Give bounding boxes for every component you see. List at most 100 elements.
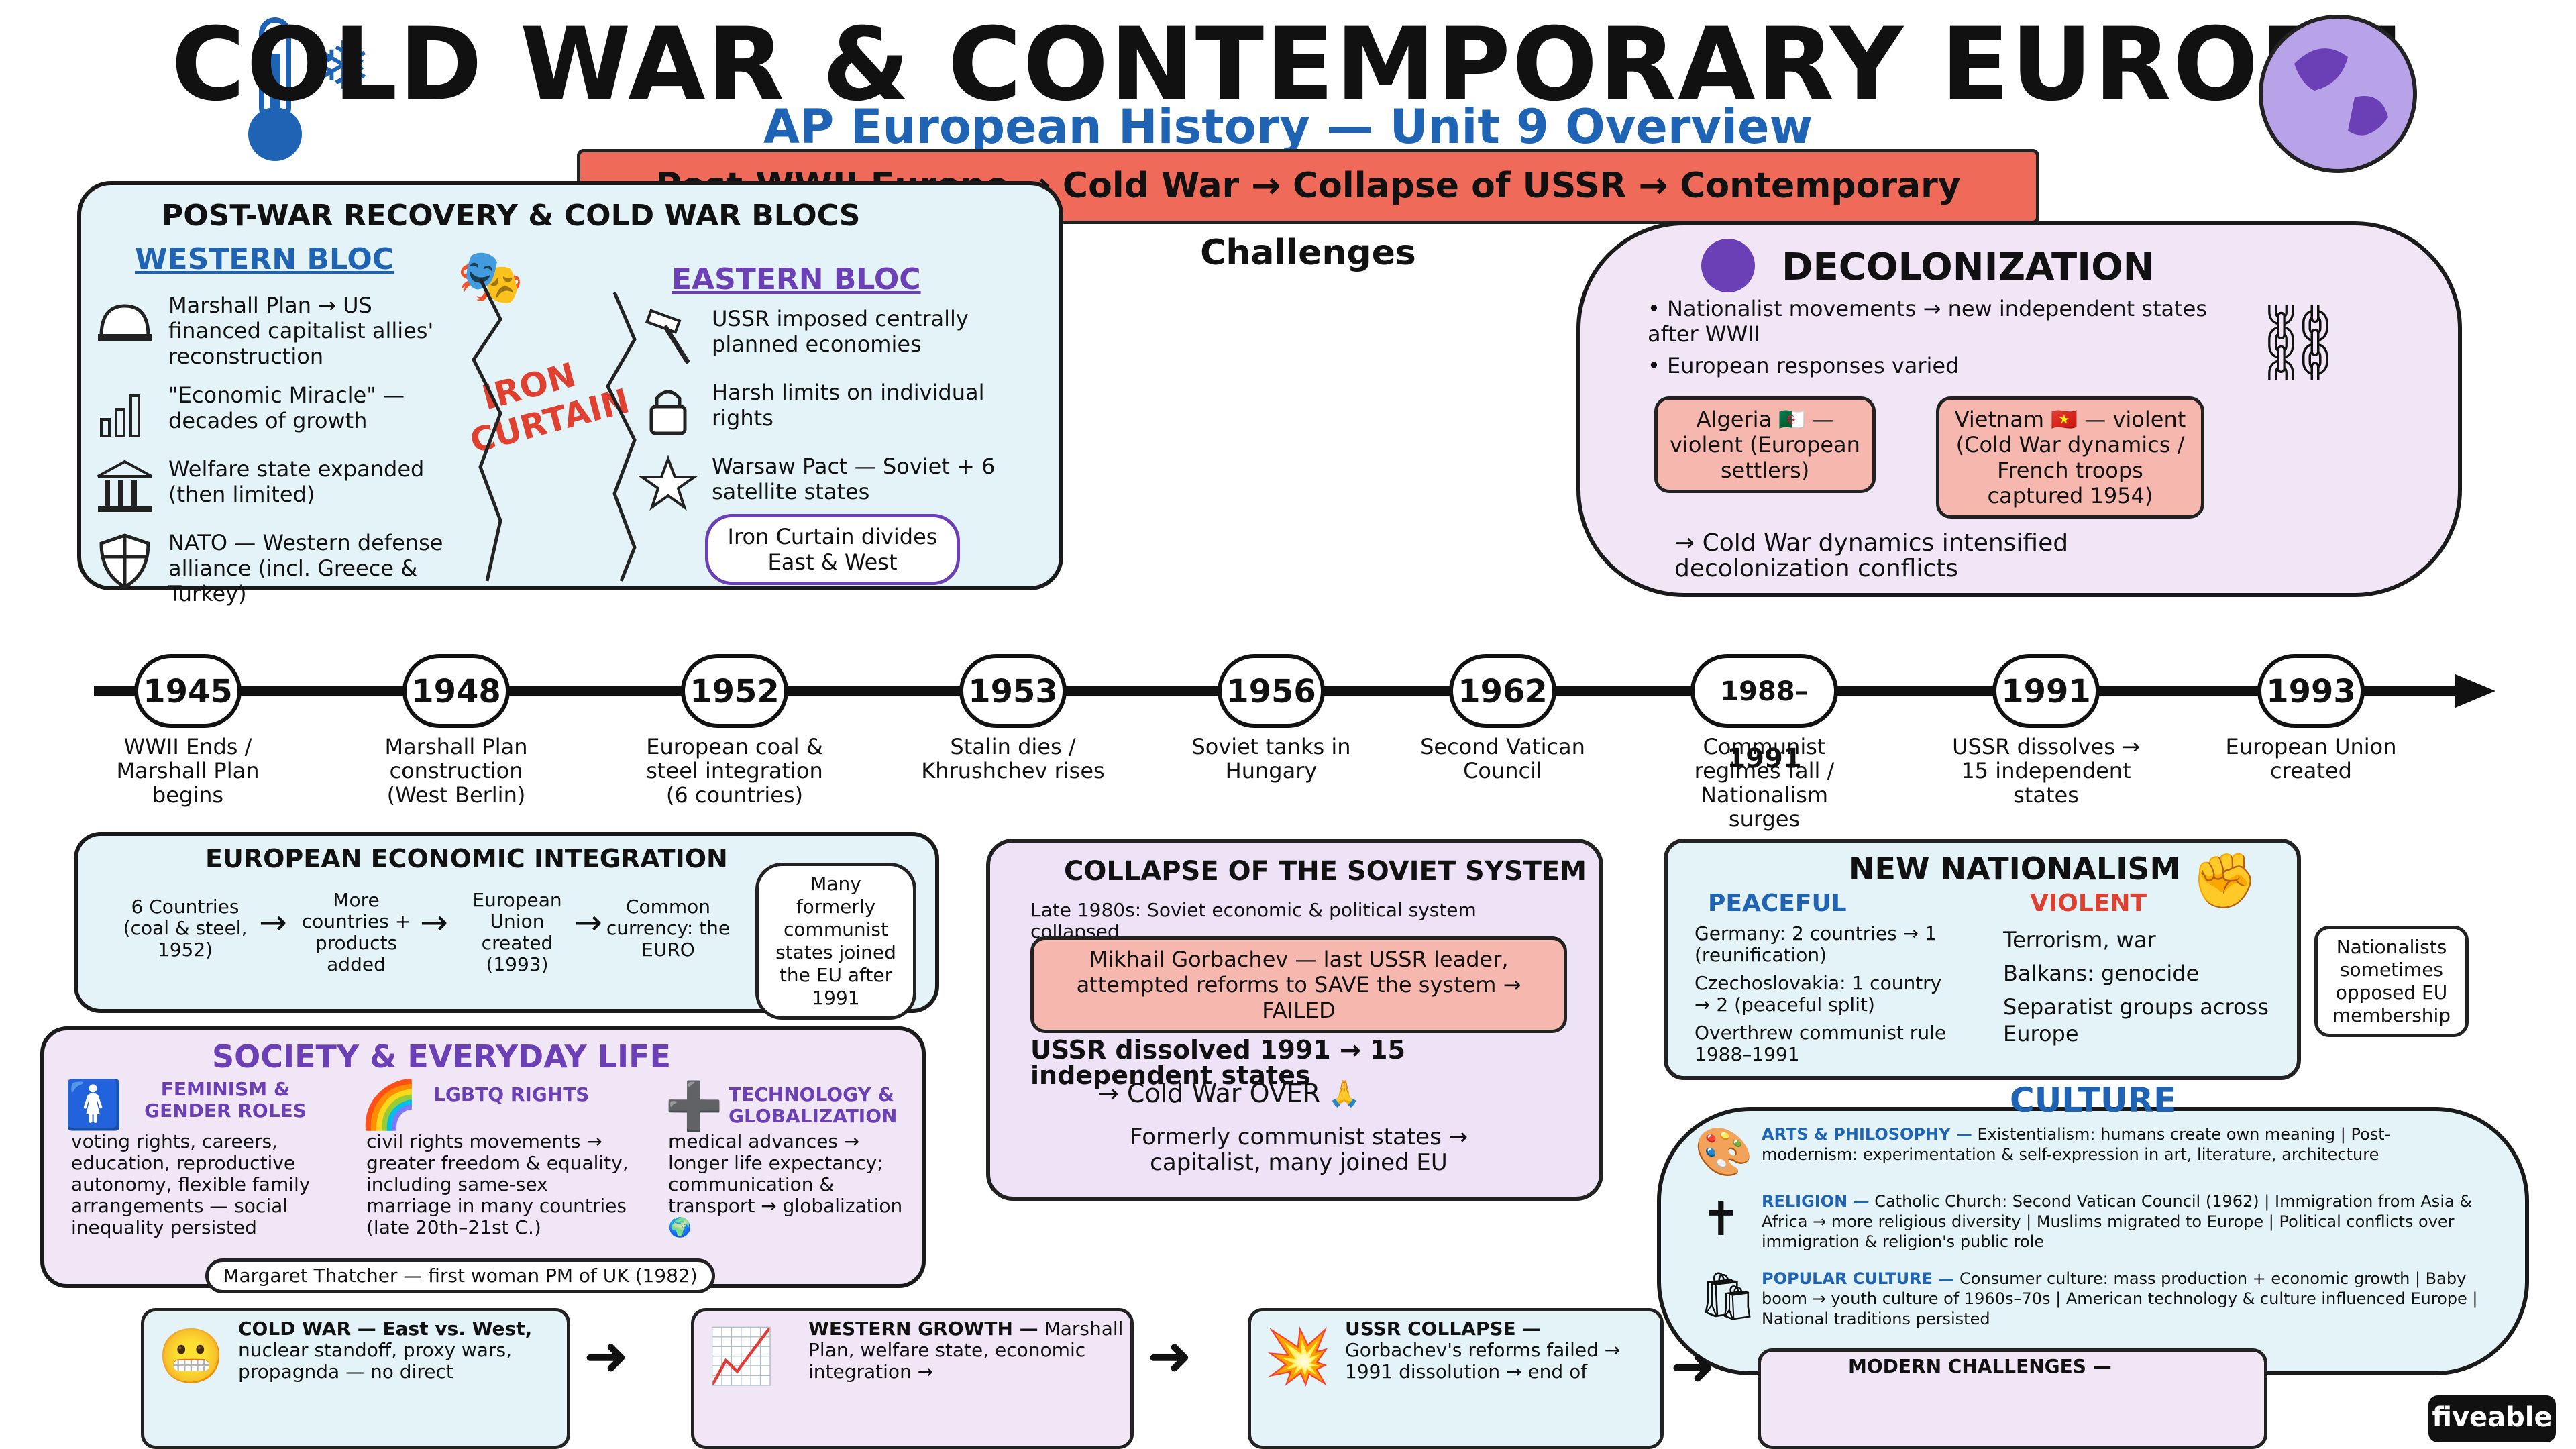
- postwar-heading: POST-WAR RECOVERY & COLD WAR BLOCS: [162, 199, 861, 233]
- society-col-heading: FEMINISM & GENDER ROLES: [144, 1078, 307, 1122]
- peaceful-item: Czechoslovakia: 1 country → 2 (peaceful …: [1695, 972, 1942, 1016]
- violent-list: Terrorism, war Balkans: genocide Separat…: [2003, 926, 2271, 1047]
- peaceful-heading: PEACEFUL: [1708, 890, 1847, 917]
- society-col-text: civil rights movements → greater freedom…: [366, 1130, 629, 1238]
- soviet-line3: → Cold War OVER 🙏: [1097, 1079, 1360, 1108]
- timeline-year: 1945: [134, 654, 241, 728]
- decolonization-bullet: • Nationalist movements → new independen…: [1648, 296, 2208, 347]
- econ-note: Many formerly communist states joined th…: [755, 863, 916, 1020]
- econ-step: Common currency: the EURO: [606, 896, 731, 961]
- econ-step: European Union created (1993): [472, 889, 562, 975]
- summary-card: 💥 USSR COLLAPSE — Gorbachev's reforms fa…: [1248, 1308, 1664, 1449]
- culture-panel: CULTURE 🎨 ARTS & PHILOSOPHY — Existentia…: [1657, 1081, 2529, 1375]
- econ-heading: EUROPEAN ECONOMIC INTEGRATION: [205, 844, 728, 873]
- eastern-item: Harsh limits on individual rights: [638, 380, 1040, 440]
- grimace-face-icon: 😬: [158, 1325, 225, 1387]
- timeline-year: 1956: [1218, 654, 1325, 728]
- summary-card: 📈 WESTERN GROWTH — Marshall Plan, welfar…: [691, 1308, 1134, 1449]
- shopping-bag-icon: 🛍: [1698, 1269, 1758, 1324]
- vietnam-card: Vietnam 🇻🇳 — violent (Cold War dynamics …: [1936, 396, 2204, 519]
- helmet-icon: [98, 304, 152, 341]
- soviet-panel: COLLAPSE OF THE SOVIET SYSTEM Late 1980s…: [986, 839, 1603, 1201]
- postwar-panel: POST-WAR RECOVERY & COLD WAR BLOCS WESTE…: [77, 181, 1063, 606]
- peaceful-list: Germany: 2 countries → 1 (reunification)…: [1695, 923, 1963, 1065]
- summary-card: 😬 COLD WAR — East vs. West, nuclear stan…: [141, 1308, 570, 1449]
- decolonization-heading: DECOLONIZATION: [1782, 246, 2155, 289]
- eastern-heading: EASTERN BLOC: [672, 262, 921, 297]
- timeline-label: Marshall Plan construction (West Berlin): [384, 734, 528, 808]
- culture-pop: POPULAR CULTURE — Consumer culture: mass…: [1762, 1269, 2478, 1328]
- summary-text: MODERN CHALLENGES —: [1848, 1355, 2112, 1377]
- decolonization-bullet: • European responses varied: [1648, 353, 1960, 378]
- timeline-year: 1991: [1992, 654, 2100, 728]
- peaceful-item: Overthrew communist rule 1988–1991: [1695, 1022, 1947, 1065]
- shield-icon: [99, 533, 150, 589]
- summary-arrow-icon: ➜: [1670, 1335, 1716, 1397]
- timeline-year: 1953: [959, 654, 1067, 728]
- globe-small-icon: [1701, 239, 1755, 292]
- western-item: NATO — Western defense alliance (incl. G…: [95, 530, 470, 606]
- econ-arrows: →: [574, 903, 602, 942]
- timeline-year: 1962: [1449, 654, 1556, 728]
- western-list: Marshall Plan → US financed capitalist a…: [95, 292, 470, 620]
- econ-arrows: →: [259, 903, 287, 942]
- society-col-text: medical advances → longer life expectanc…: [668, 1130, 903, 1238]
- woman-icon: 🚺: [64, 1077, 123, 1132]
- palette-icon: 🎨: [1695, 1124, 1754, 1179]
- summary-text: USSR COLLAPSE — Gorbachev's reforms fail…: [1345, 1318, 1621, 1383]
- star-icon: [638, 455, 698, 511]
- society-col-heading: TECHNOLOGY & GLOBALIZATION: [729, 1083, 898, 1127]
- summary-text: WESTERN GROWTH — Marshall Plan, welfare …: [808, 1318, 1124, 1383]
- timeline-label: WWII Ends / Marshall Plan begins: [116, 734, 260, 808]
- summary-arrow-icon: ➜: [1147, 1325, 1193, 1387]
- society-col-heading: LGBTQ RIGHTS: [433, 1083, 590, 1106]
- broken-chain-icon: ⛓: [2251, 299, 2345, 385]
- lock-icon: [649, 390, 687, 435]
- culture-arts: ARTS & PHILOSOPHY — Existentialism: huma…: [1762, 1125, 2391, 1164]
- timeline-label: USSR dissolves → 15 independent states: [1952, 734, 2140, 808]
- econ-step: More countries + products added: [301, 889, 411, 975]
- thatcher-note: Margaret Thatcher — first woman PM of UK…: [205, 1258, 715, 1293]
- raised-fist-icon: ✊: [2191, 849, 2258, 912]
- iron-curtain-divider: [472, 278, 637, 582]
- peaceful-item: Germany: 2 countries → 1 (reunification): [1695, 922, 1937, 966]
- soviet-line2: USSR dissolved 1991 → 15 independent sta…: [1030, 1035, 1405, 1090]
- society-col-text: voting rights, careers, education, repro…: [71, 1130, 311, 1238]
- page-title: COLD WAR & CONTEMPORARY EUROPE: [171, 7, 2405, 123]
- eastern-list: USSR imposed centrally planned economies…: [638, 306, 1040, 527]
- thermometer-icon: [235, 13, 315, 168]
- timeline-year: 1993: [2257, 654, 2365, 728]
- violent-item: Separatist groups across Europe: [2003, 994, 2269, 1046]
- explosion-icon: 💥: [1265, 1325, 1332, 1387]
- nationalism-heading: NEW NATIONALISM: [1849, 851, 2181, 887]
- timeline-label: Communist regimes fall / Nationalism sur…: [1694, 734, 1835, 832]
- soviet-heading: COLLAPSE OF THE SOVIET SYSTEM: [1064, 856, 1587, 887]
- snowflake-icon: ❄: [315, 27, 372, 105]
- timeline-year: 1948: [402, 654, 510, 728]
- society-panel: SOCIETY & EVERYDAY LIFE 🚺 FEMINISM & GEN…: [40, 1026, 926, 1293]
- soviet-line4: Formerly communist states → capitalist, …: [1129, 1124, 1468, 1176]
- iron-curtain-callout: Iron Curtain divides East & West: [705, 514, 960, 585]
- timeline-label: European coal & steel integration (6 cou…: [646, 734, 823, 808]
- decolonization-footer: → Cold War dynamics intensified decoloni…: [1674, 529, 2069, 582]
- econ-panel: EUROPEAN ECONOMIC INTEGRATION 6 Countrie…: [74, 832, 939, 1020]
- western-item: Welfare state expanded (then limited): [95, 456, 470, 517]
- timeline-label: Stalin dies / Khrushchev rises: [921, 734, 1105, 784]
- culture-heading: CULTURE: [2010, 1081, 2177, 1120]
- nationalism-side-note: Nationalists sometimes opposed EU member…: [2314, 926, 2469, 1037]
- globe-icon: [2254, 10, 2422, 178]
- timeline-label: Soviet tanks in Hungary: [1191, 734, 1351, 784]
- building-icon: [97, 460, 152, 512]
- soviet-line1: Late 1980s: Soviet economic & political …: [1030, 899, 1477, 943]
- econ-step: 6 Countries (coal & steel, 1952): [123, 896, 248, 961]
- timeline-label: Second Vatican Council: [1420, 734, 1585, 784]
- violent-heading: VIOLENT: [2030, 890, 2147, 917]
- econ-arrows: →: [420, 903, 448, 942]
- timeline-year: 1988–1991: [1690, 654, 1838, 774]
- growth-chart-icon: 📈: [708, 1325, 775, 1387]
- western-item: "Economic Miracle" — decades of growth: [95, 382, 470, 443]
- summary-arrow-icon: ➜: [584, 1325, 629, 1387]
- cross-icon: ✝: [1701, 1191, 1741, 1246]
- summary-text: COLD WAR — East vs. West, nuclear stando…: [238, 1318, 533, 1383]
- eastern-item: USSR imposed centrally planned economies: [638, 306, 1040, 366]
